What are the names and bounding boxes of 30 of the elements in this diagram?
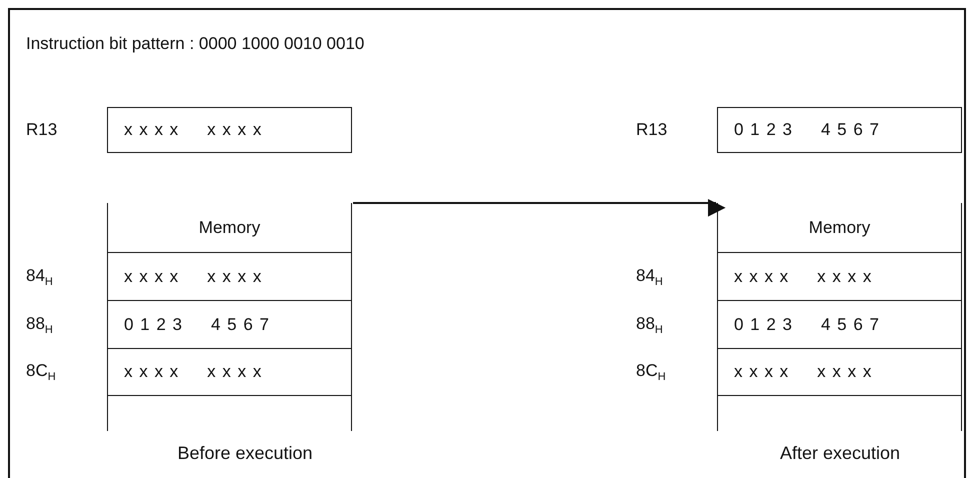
bit-value: 0 1 2 3 — [124, 314, 183, 334]
address-label: 88$_{H}$ — [26, 313, 53, 336]
bit-value: x x x x — [817, 266, 872, 286]
bit-value: x x x x — [734, 266, 790, 286]
bit-value: x x x x — [734, 362, 790, 382]
address-label: R13 — [636, 120, 668, 140]
bit-value: x x x x — [207, 266, 262, 286]
caption-label: After execution — [780, 443, 900, 464]
address-label: 8C$_{H}$ — [26, 360, 56, 384]
bit-value: x x x x — [124, 266, 180, 286]
address-label: 88$_{H}$ — [636, 313, 663, 336]
bit-value: x x x x — [207, 362, 262, 382]
bit-value: 0 1 2 3 — [734, 314, 793, 334]
address-label: 8C$_{H}$ — [636, 360, 666, 384]
bit-value: x x x x — [124, 120, 180, 140]
address-label: 84$_{H}$ — [26, 265, 53, 288]
bit-value: 4 5 6 7 — [821, 120, 880, 140]
caption-label: Before execution — [177, 443, 313, 464]
title: Instruction bit pattern : 0000 1000 0010 0010 — [26, 34, 364, 54]
address-label: 84$_{H}$ — [636, 265, 663, 288]
address-label: R13 — [26, 120, 58, 140]
bit-value: x x x x — [817, 362, 872, 382]
bit-value: x x x x — [207, 120, 262, 140]
bit-value: 4 5 6 7 — [211, 314, 270, 334]
bit-value: 0 1 2 3 — [734, 120, 793, 140]
arrow — [353, 199, 726, 217]
bit-value: 4 5 6 7 — [821, 314, 880, 334]
memory-heading: Memory — [808, 218, 870, 238]
memory-heading: Memory — [198, 218, 260, 238]
bit-value: x x x x — [124, 362, 180, 382]
